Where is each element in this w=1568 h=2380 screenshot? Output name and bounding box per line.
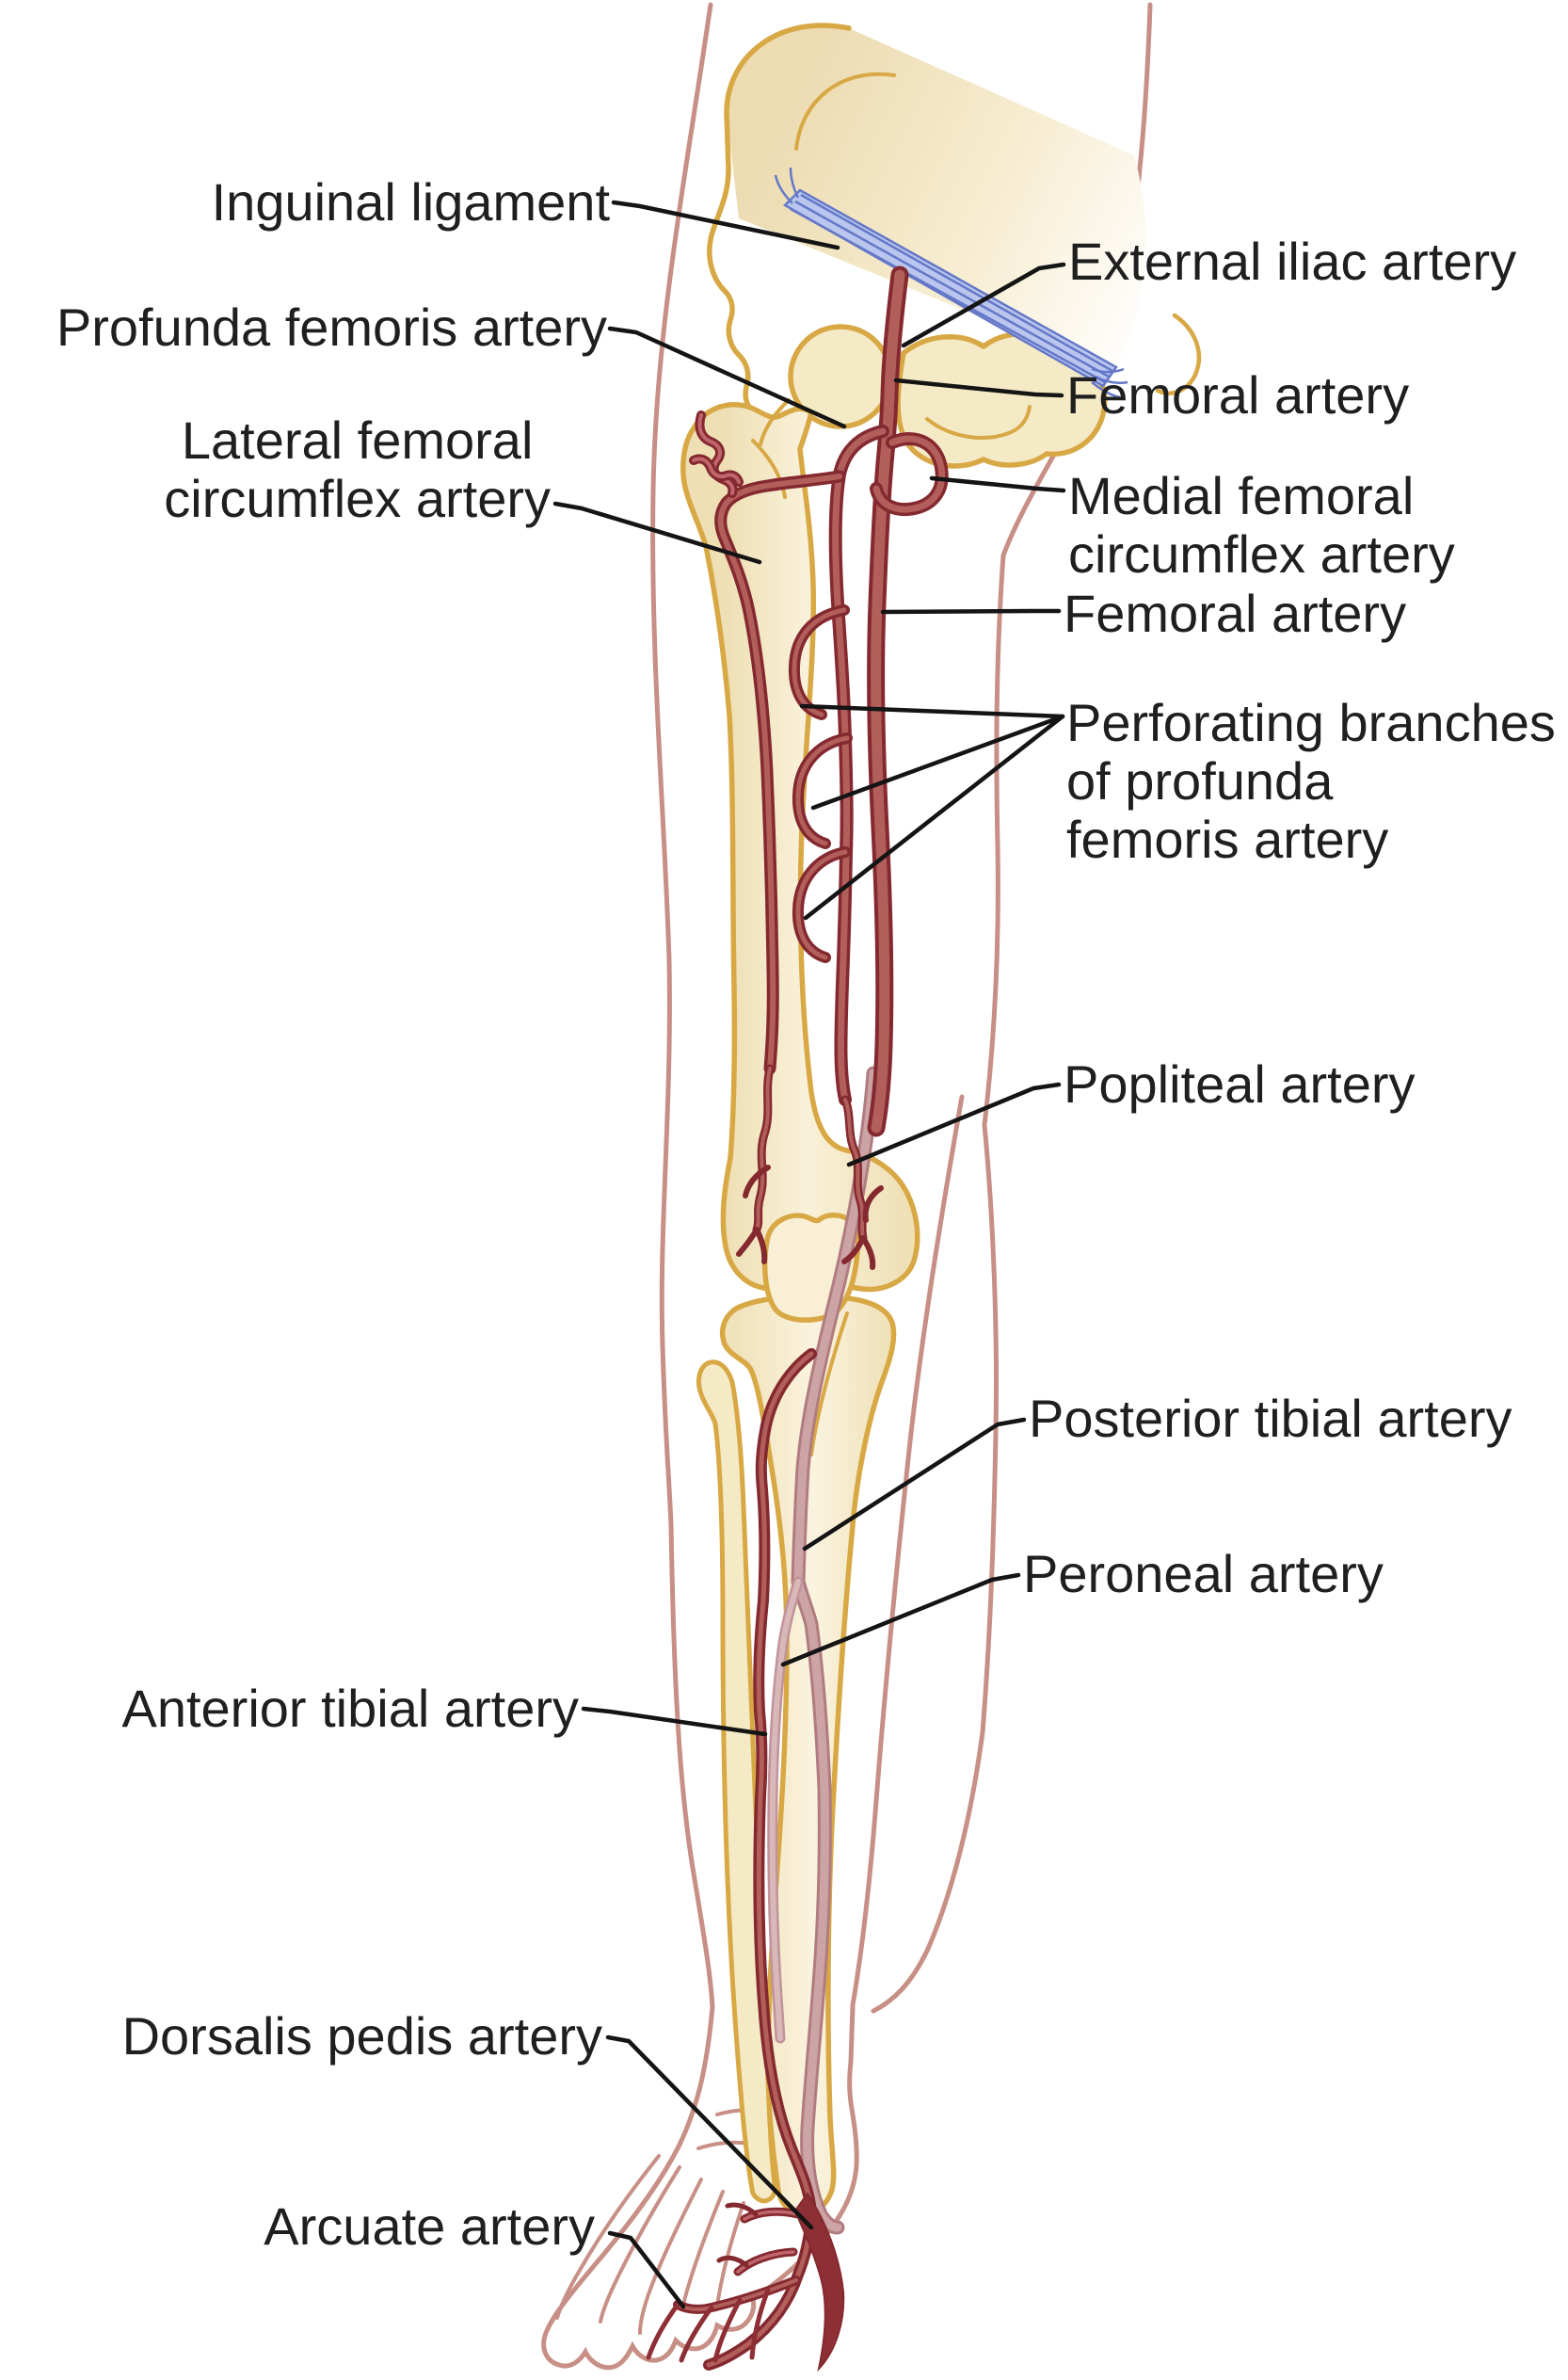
femur-trochanter-line bbox=[751, 439, 787, 499]
plantar-crescent bbox=[793, 2192, 845, 2372]
leader-profunda-femoris bbox=[607, 326, 847, 429]
femur-bone bbox=[680, 402, 920, 1293]
lateral-femoral-circumflex-artery-vessel bbox=[694, 415, 840, 1264]
skin-left-and-foot bbox=[541, 2, 859, 2371]
label-medial-femoral-circumflex-artery: Medial femoral circumflex artery bbox=[1068, 466, 1455, 584]
label-arcuate-artery: Arcuate artery bbox=[264, 2196, 595, 2256]
label-peroneal-artery: Peroneal artery bbox=[1023, 1544, 1384, 1603]
pelvis-bone-outline bbox=[707, 23, 852, 421]
leader-perforating-3 bbox=[803, 714, 1065, 921]
genicular-fork-medial bbox=[841, 1185, 884, 1270]
tarsal-forks bbox=[716, 2202, 759, 2268]
leader-arcuate bbox=[607, 2230, 686, 2309]
label-lateral-femoral-circumflex-artery: Lateral femoral circumflex artery bbox=[164, 410, 551, 528]
leader-anterior-tibial bbox=[581, 1706, 768, 1737]
leader-inguinal-ligament bbox=[611, 200, 840, 250]
leader-external-iliac bbox=[901, 262, 1066, 348]
bones bbox=[680, 23, 1202, 2216]
genicular-fork-lateral bbox=[736, 1165, 771, 1264]
label-femoral-artery-upper: Femoral artery bbox=[1066, 365, 1410, 425]
leader-femoral-lower bbox=[880, 608, 1062, 615]
label-inguinal-ligament: Inguinal ligament bbox=[211, 172, 610, 232]
label-femoral-artery-lower: Femoral artery bbox=[1064, 584, 1407, 643]
leader-popliteal bbox=[846, 1082, 1062, 1167]
femur-neck-line bbox=[759, 398, 791, 446]
pelvis-inner-ridge bbox=[794, 72, 896, 151]
label-external-iliac-artery: External iliac artery bbox=[1068, 232, 1517, 291]
leader-posterior-tibial bbox=[802, 1417, 1027, 1552]
leader-perforating-1 bbox=[799, 703, 1065, 719]
dorsalis-pedis-artery-vessel bbox=[709, 2192, 845, 2372]
label-posterior-tibial-artery: Posterior tibial artery bbox=[1029, 1389, 1512, 1448]
label-anterior-tibial-artery: Anterior tibial artery bbox=[121, 1679, 579, 1738]
leader-lateral-circumflex bbox=[552, 501, 762, 565]
label-popliteal-artery: Popliteal artery bbox=[1064, 1054, 1416, 1114]
inguinal-ligament-band bbox=[774, 167, 1128, 399]
leader-femoral-upper bbox=[893, 378, 1064, 398]
tibia-ridge-line bbox=[809, 1311, 849, 1456]
pelvis-bone bbox=[727, 25, 1146, 372]
label-dorsalis-pedis-artery: Dorsalis pedis artery bbox=[121, 2006, 602, 2066]
label-perforating-branches: Perforating branches of profunda femoris… bbox=[1066, 693, 1556, 869]
profunda-femoris-artery-vessel bbox=[836, 431, 884, 1270]
ischium-curl bbox=[1155, 313, 1202, 395]
leader-lines bbox=[552, 200, 1066, 2309]
fibula-bone bbox=[696, 1359, 778, 2204]
leader-dorsalis-pedis bbox=[605, 2034, 814, 2230]
leader-medial-circumflex bbox=[929, 475, 1066, 493]
foot-bones bbox=[555, 2108, 792, 2335]
skin-calf-inner-line bbox=[850, 1094, 965, 2008]
digital-branches bbox=[646, 2287, 771, 2363]
leader-peroneal bbox=[780, 1572, 1021, 1667]
leader-perforating-2 bbox=[810, 714, 1065, 811]
hip-socket-line bbox=[925, 405, 1032, 440]
label-profunda-femoris-artery: Profunda femoris artery bbox=[56, 298, 607, 357]
